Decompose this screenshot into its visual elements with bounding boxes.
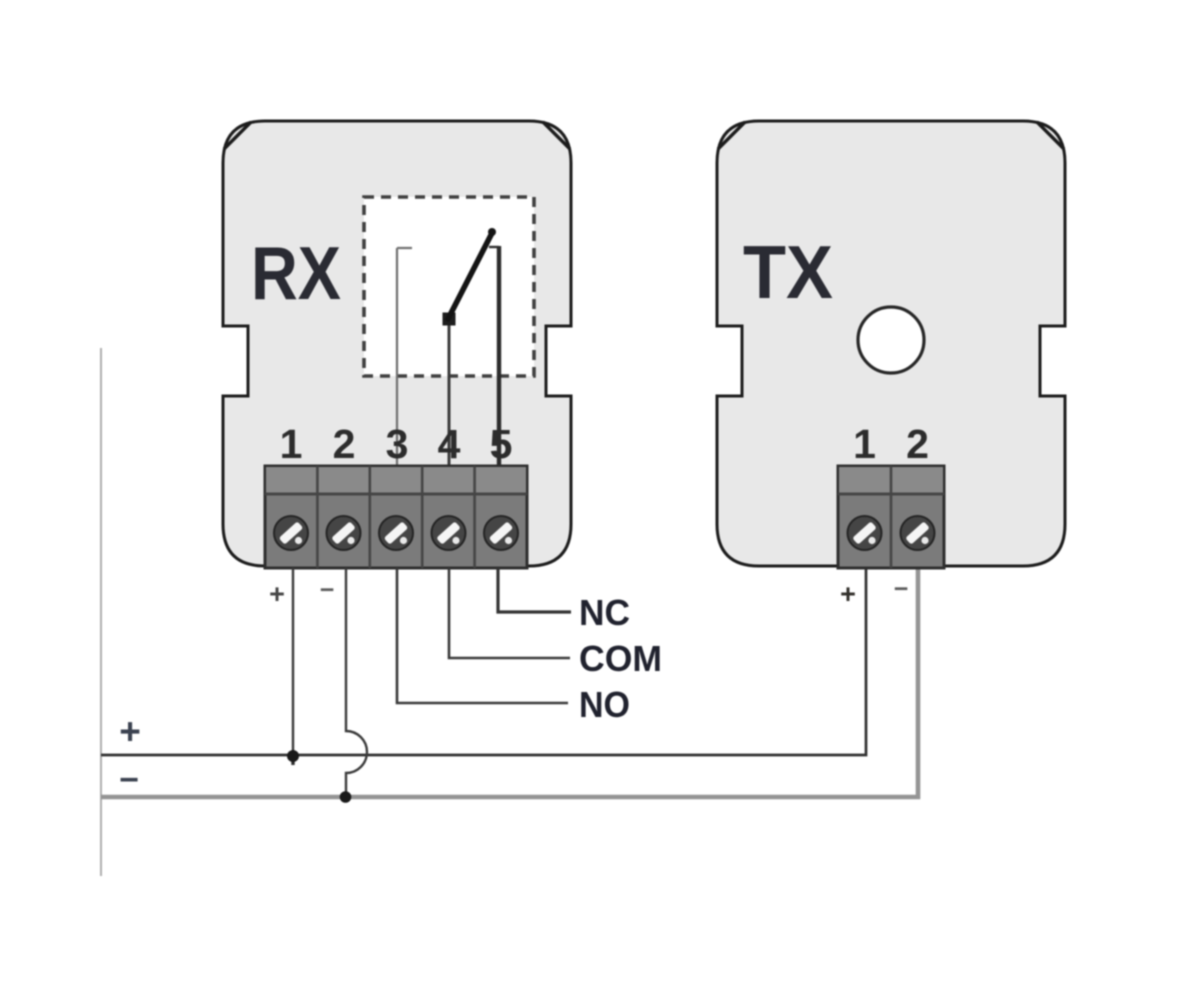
tx-terminal-number-2: 2 [906,421,929,467]
rx-polarity-minus: − [320,576,335,604]
rx-terminal-number-1: 1 [280,421,303,467]
relay-arm [445,230,495,322]
bus-plus-label: + [119,711,141,752]
bus-minus-label: − [119,761,139,799]
rx-unit: RX 1 2 3 4 5 [221,119,573,609]
rx-terminal-numbers: 1 2 3 4 5 [280,421,513,467]
rx-terminal-number-5: 5 [490,421,513,467]
relay-arm-tip [488,228,496,236]
rx-wire-2 [344,568,369,792]
power-bus: + − [100,348,921,876]
bus-plus-wire [101,568,868,757]
rx-terminal-number-3: 3 [386,421,409,467]
tx-polarity-plus: + [840,579,856,609]
rx-corner-mark-left [222,120,253,151]
tx-terminal-numbers: 1 2 [853,421,929,467]
tx-unit: TX 1 2 + − [715,119,1067,609]
tx-label: TX [743,230,833,314]
rx-wire-no [395,568,568,705]
tx-corner-mark-right [1035,120,1066,151]
tx-screw-icon-2 [899,515,936,551]
rx-relay-symbol [362,195,536,466]
rx-terminal-number-2: 2 [333,421,356,467]
tx-corner-mark-left [716,120,747,151]
rx-screw-icon-5 [483,515,519,551]
no-label: NO [579,684,630,725]
junction-dot-plus [287,750,299,762]
rx-corner-mark-right [541,120,572,151]
rx-screw-icon-3 [378,515,414,551]
rx-terminal-block-band [266,467,526,493]
rx-wiring: NC COM NO [287,568,662,803]
rx-wire-com [447,568,570,660]
nc-label: NC [579,592,630,633]
rx-screw-icon-2 [325,515,362,551]
rx-screw-icon-1 [273,515,309,551]
tx-screw-icon-1 [846,515,883,551]
rx-screw-icon-4 [430,515,467,551]
rx-terminal-number-4: 4 [438,421,461,467]
rx-wire-nc [496,568,571,614]
com-label: COM [579,638,662,679]
tx-terminal-number-1: 1 [853,421,876,467]
tx-polarity-minus: − [894,575,909,603]
rx-label: RX [251,231,341,315]
rx-polarity-plus: + [269,579,285,609]
rx-terminal-block [263,464,529,570]
tx-lens-hole [856,305,926,375]
tx-terminal-block [836,464,946,570]
junction-dot-minus [339,791,352,803]
bus-minus-wire [101,568,921,800]
